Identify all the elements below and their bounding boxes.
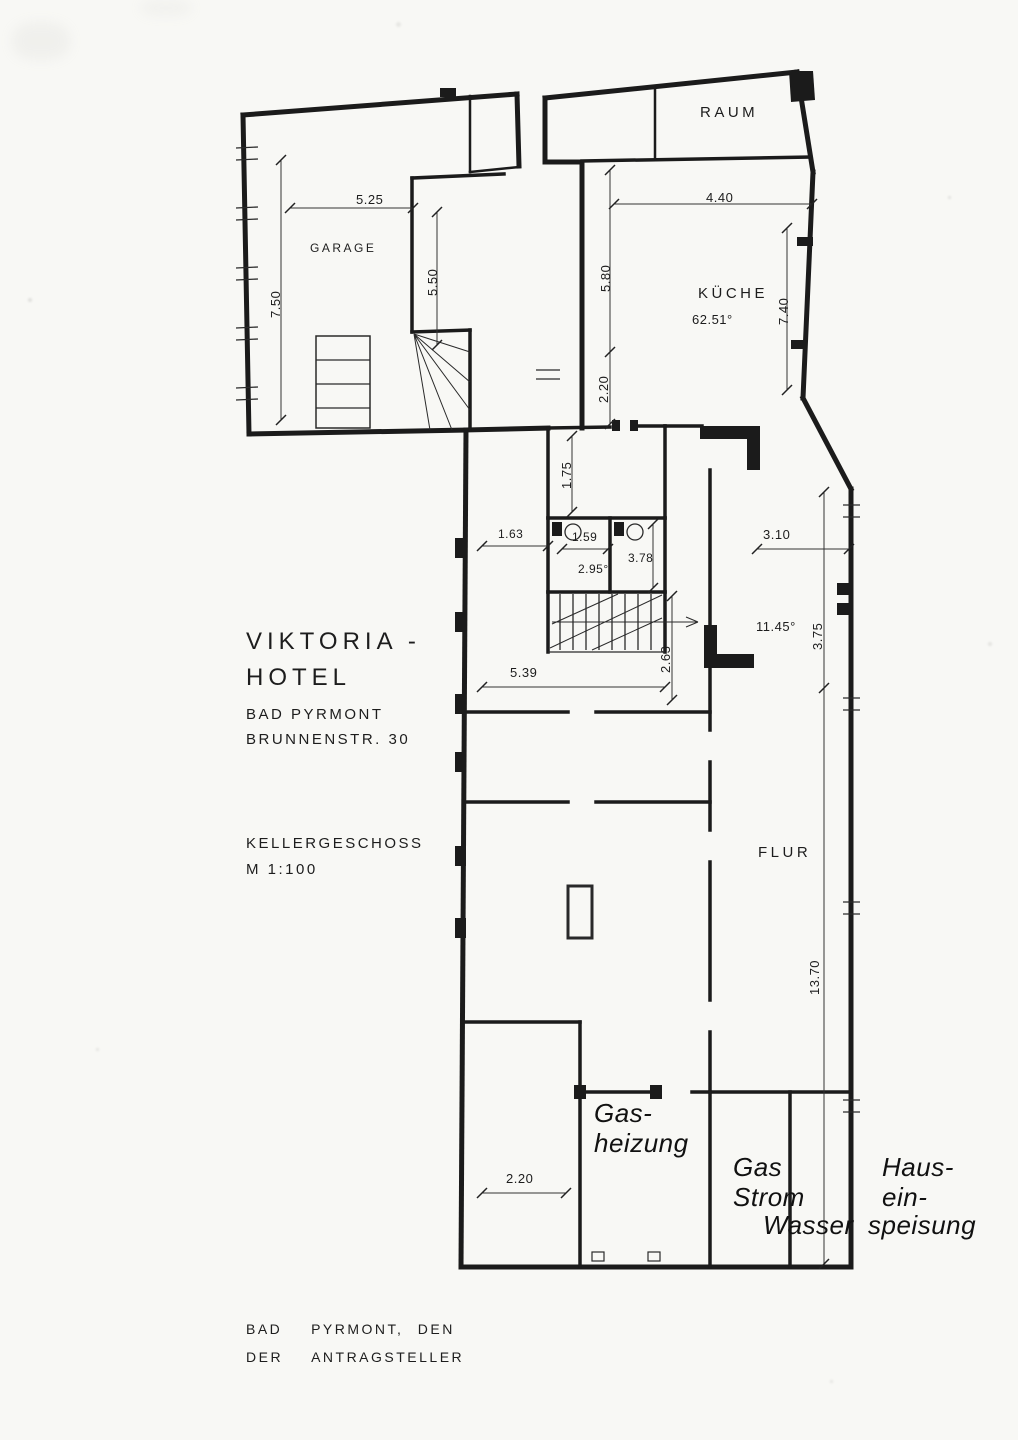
dim-garage-width: 5.25	[356, 192, 384, 207]
annotation-utility-line1: Gas	[733, 1152, 783, 1182]
scan-speckle	[988, 642, 992, 646]
room-label-flur: FLUR	[758, 844, 812, 861]
title-line2: HOTEL	[246, 664, 352, 691]
title-line1: VIKTORIA -	[246, 628, 421, 655]
scan-smudge	[140, 0, 192, 16]
scan-speckle	[96, 1048, 99, 1051]
annotation-feed-line2: ein-	[882, 1182, 928, 1212]
misc-ticks	[536, 369, 560, 380]
dimension-lines	[280, 160, 849, 1264]
pillar	[566, 884, 594, 940]
dim-kueche-width: 4.40	[706, 190, 734, 205]
area-label-kueche: 62.51°	[692, 312, 733, 327]
garage-step-lines	[316, 359, 370, 409]
wc-bowl	[626, 523, 644, 541]
annotation-utility-line3: Wasser	[763, 1210, 854, 1240]
dim-passage: 5.50	[425, 268, 440, 296]
dim-hall-width: 5.39	[510, 665, 538, 680]
window-ticks-left	[235, 146, 259, 401]
scan-smudge	[12, 22, 70, 60]
footer-line2: DER ANTRAGSTELLER	[246, 1349, 465, 1365]
dim-wc-left: 1.63	[498, 527, 524, 541]
dim-kueche-right: 7.40	[776, 297, 791, 325]
scan-speckle	[396, 22, 401, 27]
stair-arrow	[552, 616, 699, 628]
area-label-wing: 11.45°	[756, 619, 796, 634]
annotation-gas-line2: heizung	[594, 1128, 689, 1158]
footer-line1: BAD PYRMONT, DEN	[246, 1321, 455, 1337]
dim-store-width: 2.20	[506, 1171, 534, 1186]
floor-label: KELLERGESCHOSS	[246, 835, 424, 852]
scan-speckle	[948, 196, 951, 199]
address-line1: BAD PYRMONT	[246, 706, 384, 723]
door-mark	[591, 1251, 605, 1262]
annotation-utility-line2: Strom	[733, 1182, 805, 1212]
interior-walls	[410, 88, 853, 1269]
area-label-wc: 2.95°	[578, 562, 609, 576]
wall-fills	[440, 71, 851, 1099]
fixtures	[235, 146, 860, 1262]
dim-kueche-sub: 2.20	[596, 375, 611, 403]
winder-stair	[413, 333, 471, 431]
dimension-ticks	[275, 154, 855, 1270]
wc-bowl	[564, 523, 582, 541]
scan-speckle	[28, 298, 32, 302]
dim-stair-run: 2.63	[658, 645, 673, 673]
dim-kueche-depth: 5.80	[598, 264, 613, 292]
door-mark	[647, 1251, 661, 1262]
annotation-feed-line3: speisung	[868, 1210, 977, 1240]
annotation-feed-line1: Haus-	[882, 1152, 954, 1182]
address-line2: BRUNNENSTR. 30	[246, 731, 411, 748]
garage-steps	[315, 335, 371, 429]
room-label-garage: GARAGE	[310, 241, 377, 255]
scan-speckle	[830, 1380, 833, 1383]
dim-wc-mid: 1.59	[572, 530, 598, 544]
window-ticks-right	[843, 504, 860, 1113]
scale-label: M 1:100	[246, 861, 318, 878]
dim-wing-depth: 3.75	[810, 622, 825, 650]
dim-flur-length: 13.70	[807, 959, 822, 995]
dim-wing-width: 3.10	[763, 527, 791, 542]
dim-stairwell: 1.75	[559, 461, 574, 489]
room-label-kueche: KÜCHE	[698, 285, 769, 302]
dim-wc-right: 3.78	[628, 551, 654, 565]
annotation-gas-line1: Gas-	[594, 1098, 653, 1128]
dim-garage-depth: 7.50	[268, 290, 283, 318]
room-label-raum: RAUM	[700, 104, 759, 121]
